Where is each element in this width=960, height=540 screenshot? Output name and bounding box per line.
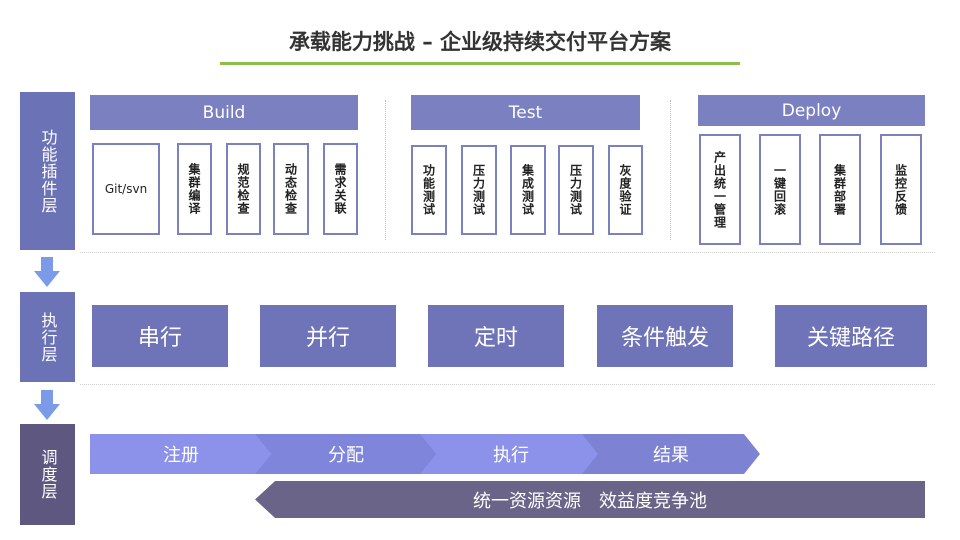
test-item: 灰度验证: [608, 145, 643, 235]
divider: [385, 100, 386, 240]
layer-sched-label: 调度层: [20, 424, 75, 525]
build-item: Git/svn: [92, 143, 160, 235]
deploy-item: 产出统一管理: [699, 134, 741, 245]
exec-parallel: 并行: [260, 305, 396, 367]
layer-exec-label: 执行层: [20, 292, 75, 382]
arrow-down-icon: [34, 390, 60, 420]
arrow-down-icon: [34, 257, 60, 287]
exec-critical-path: 关键路径: [775, 305, 927, 367]
title-underline: [220, 62, 740, 65]
deploy-item: 集群部署: [819, 134, 861, 245]
test-item: 功能测试: [411, 145, 447, 235]
build-item: 规范检查: [226, 143, 261, 235]
exec-conditional: 条件触发: [597, 305, 733, 367]
divider: [670, 100, 671, 240]
resource-pool-label: 统一资源资源 效益度竞争池: [473, 490, 707, 512]
page-title: 承载能力挑战 – 企业级持续交付平台方案: [288, 30, 672, 54]
build-item: 集群编译: [177, 143, 212, 235]
resource-pool-bar: 统一资源资源 效益度竞争池: [255, 481, 925, 518]
test-item: 压力测试: [461, 145, 497, 235]
deploy-item: 一键回滚: [759, 134, 801, 245]
deploy-header: Deploy: [698, 95, 925, 126]
flow-step: 结果: [582, 434, 760, 474]
build-item: 需求关联: [323, 143, 358, 235]
test-item: 压力测试: [558, 145, 594, 235]
deploy-item: 监控反馈: [880, 134, 922, 245]
test-item: 集成测试: [510, 145, 546, 235]
divider: [80, 384, 935, 385]
divider: [80, 252, 935, 253]
flow-step: 执行: [420, 434, 602, 474]
exec-serial: 串行: [92, 305, 228, 367]
flow-step: 分配: [255, 434, 437, 474]
layer-plugin-label: 功能插件层: [20, 92, 75, 250]
test-header: Test: [411, 95, 640, 130]
build-header: Build: [90, 95, 358, 130]
build-item: 动态检查: [273, 143, 309, 235]
flow-step: 注册: [90, 434, 272, 474]
exec-timer: 定时: [428, 305, 564, 367]
